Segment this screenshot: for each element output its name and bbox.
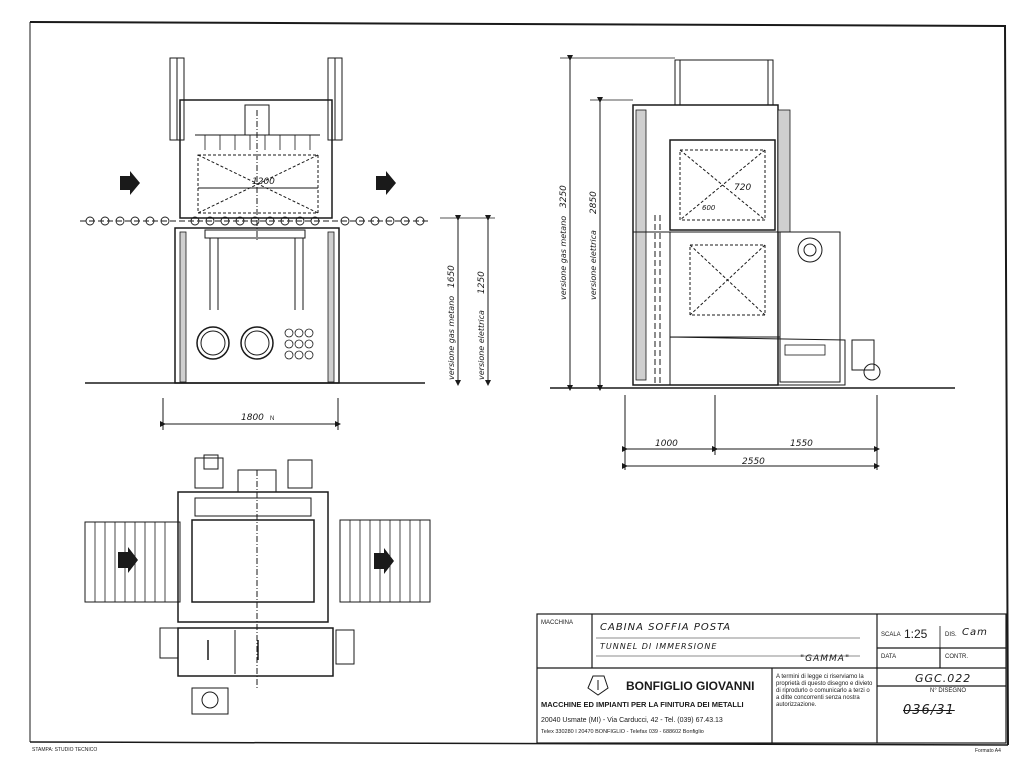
dim-front-width: 1800 — [241, 413, 264, 423]
title-block-frame — [536, 613, 1007, 744]
dim-side-total: 2550 — [742, 457, 765, 467]
drawing-code: GGC.022 — [915, 672, 972, 685]
flow-arrow-icon — [120, 171, 396, 195]
machine-model: "GAMMA" — [800, 654, 851, 664]
sheet-border — [29, 21, 1009, 746]
footer-left-note: STAMPA: STUDIO TECNICO — [32, 747, 98, 753]
dim-side-elec-label: versione elettrica — [589, 230, 598, 300]
dimension-labels: 1200 1800 N versione gas metano 1650 ver… — [241, 177, 813, 467]
company-subtitle: MACCHINE ED IMPIANTI PER LA FINITURA DEI… — [541, 700, 744, 709]
company-logo-icon — [587, 675, 609, 696]
side-view — [550, 55, 955, 470]
machine-label: MACCHINA — [541, 620, 574, 626]
front-view — [80, 57, 495, 430]
drawing-number: 036/31 — [903, 703, 955, 718]
scale-value: 1:25 — [904, 627, 928, 641]
flow-arrow-icon — [118, 547, 394, 574]
sheet-label: N° DISEGNO — [930, 688, 967, 694]
date-label: DATA — [881, 654, 897, 660]
dim-side-elec-height: 2850 — [589, 191, 599, 214]
scale-label: SCALA — [881, 632, 901, 638]
company-name: BONFIGLIO GIOVANNI — [626, 679, 755, 693]
company-address-2: Telex 330280 I 20470 BONFIGLIO - Telefax… — [541, 729, 704, 735]
dim-elec-version-label: versione elettrica — [477, 310, 486, 380]
dim-front-hood: 1200 — [252, 177, 275, 187]
footer-right-note: Formato A4 — [975, 748, 1001, 754]
dim-side-right: 1550 — [790, 439, 813, 449]
drawn-value: Cam — [962, 627, 988, 638]
legal-notice: A termini di legge ci riserviamo la prop… — [776, 674, 873, 708]
drawn-label: DIS. — [945, 632, 957, 638]
dim-elec-version-value: 1250 — [477, 271, 487, 294]
dim-side-inner-height: 600 — [702, 204, 716, 212]
dim-front-width-unit: N — [270, 416, 274, 422]
dim-side-gas-label: versione gas metano — [559, 216, 568, 300]
machine-name-line1: CABINA SOFFIA POSTA — [600, 622, 732, 633]
dim-gas-version-label: versione gas metano — [447, 296, 456, 380]
dim-side-left: 1000 — [655, 439, 678, 449]
machine-name-line2: TUNNEL DI IMMERSIONE — [600, 642, 718, 651]
dim-gas-version-value: 1650 — [447, 265, 457, 288]
dim-side-inner-width: 720 — [734, 183, 751, 193]
dim-side-gas-height: 3250 — [559, 185, 569, 208]
check-label: CONTR. — [945, 654, 968, 660]
plan-view — [84, 454, 431, 715]
company-address: 20040 Usmate (MI) - Via Carducci, 42 - T… — [541, 717, 723, 724]
